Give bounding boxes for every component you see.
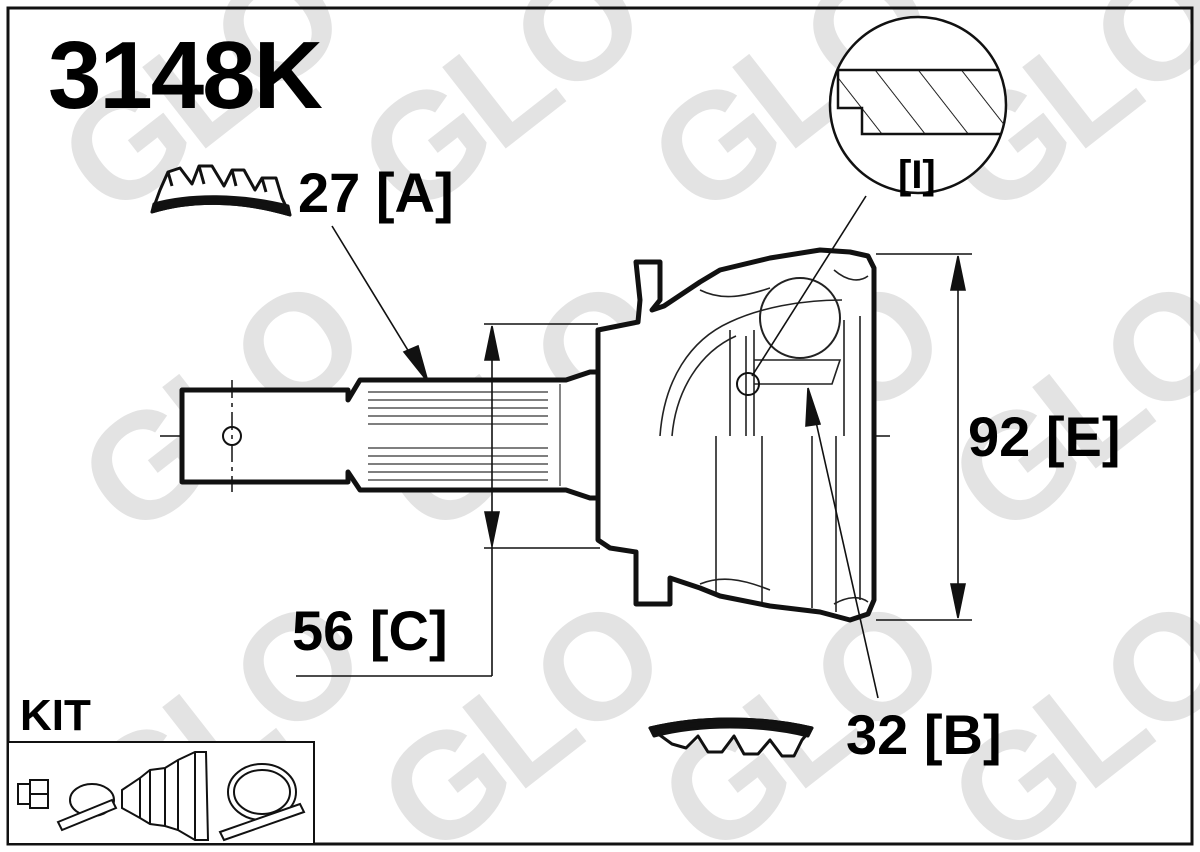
housing-ball [759,277,841,359]
drawing-frame [6,6,1194,846]
shaft-spline-icon [150,164,292,217]
detail-callout: [I] [751,15,1008,377]
clamp-large-icon [218,763,306,842]
housing-detail-lines [659,269,869,612]
boot-icon [121,751,210,841]
leader-a [331,225,429,383]
dimension-e [876,253,972,621]
kit-label: KIT [20,691,91,740]
dimension-c-label: 56 [C] [292,599,448,662]
leader-b [805,387,879,699]
nut-icon [17,779,49,809]
detail-marker-circle [736,372,760,396]
dimension-a-label: 27 [A] [298,161,454,224]
clamp-small-icon [56,783,118,832]
housing-spline-icon [648,717,814,758]
dimension-b-label: 32 [B] [846,703,1002,766]
detail-label: [I] [898,153,936,197]
joint-shaft [179,369,601,501]
part-number: 3148K [48,22,323,129]
dimension-e-label: 92 [E] [968,405,1121,468]
joint-housing [595,247,877,623]
dimension-c [296,323,600,677]
shaft-spline-lines [368,384,561,486]
